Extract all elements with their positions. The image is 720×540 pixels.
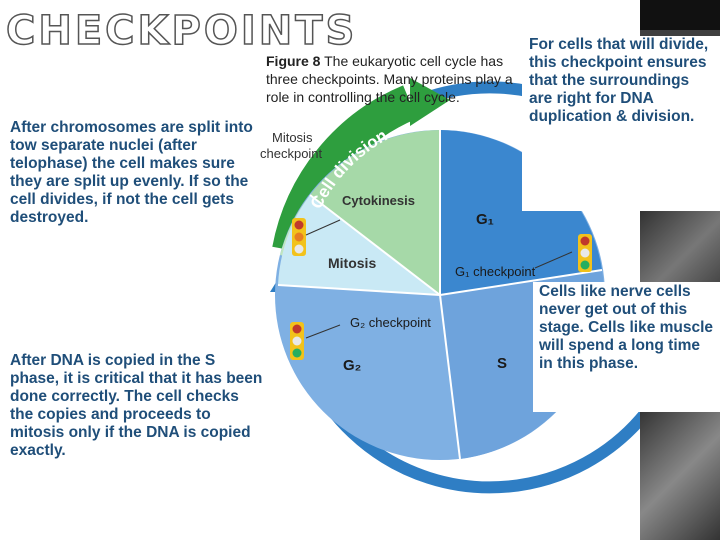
g0-stage-note: Cells like nerve cells never get out of … (533, 282, 720, 412)
g1-checkpoint-label: G₁ checkpoint (455, 264, 536, 279)
g2-traffic-light-icon (290, 322, 304, 360)
g1-traffic-light-icon (578, 234, 592, 272)
mitosis-traffic-light-icon (292, 218, 306, 256)
g2-checkpoint-label: G₂ checkpoint (350, 315, 431, 330)
figure-caption: Figure 8 The eukaryotic cell cycle has t… (266, 52, 526, 106)
figure-label: Figure 8 (266, 53, 320, 69)
g2-label: G₂ (343, 357, 361, 374)
s-label: S (497, 355, 507, 372)
g1-label: G₁ (476, 211, 494, 228)
g2-checkpoint-note: After DNA is copied in the S phase, it i… (10, 352, 265, 460)
g1-checkpoint-note: For cells that will divide, this checkpo… (522, 36, 720, 211)
cytokinesis-label: Cytokinesis (342, 193, 415, 208)
mitosis-label: Mitosis (328, 255, 376, 271)
mitosis-checkpoint-note: After chromosomes are split into tow sep… (10, 119, 260, 227)
